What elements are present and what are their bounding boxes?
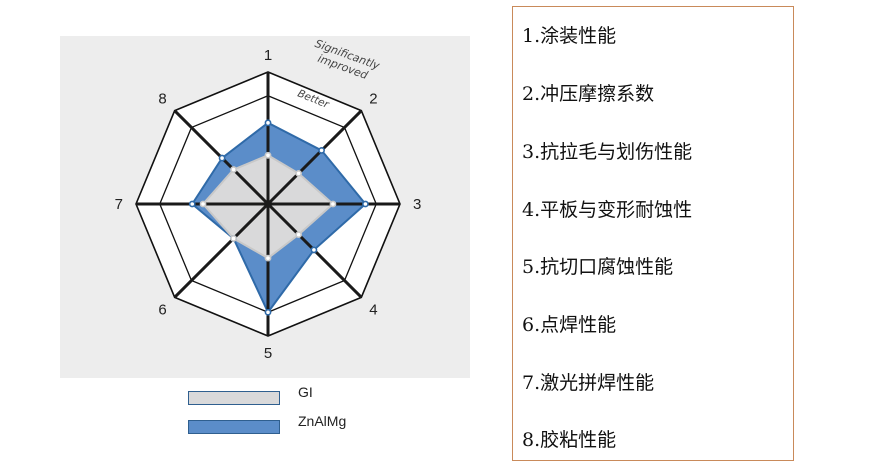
point-znalmg-1 — [264, 119, 272, 127]
list-item-4: 4.平板与变形耐蚀性 — [522, 199, 693, 221]
point-gi-7 — [199, 200, 207, 208]
axis-label-4: 4 — [369, 301, 377, 318]
point-gi-1 — [264, 151, 272, 159]
point-gi-3 — [329, 200, 337, 208]
legend-swatch-gi — [188, 391, 280, 405]
axis-label-5: 5 — [264, 345, 272, 362]
point-znalmg-8 — [218, 154, 226, 162]
legend-swatch-znalmg — [188, 420, 280, 434]
axis-label-2: 2 — [369, 91, 377, 108]
list-item-3: 3.抗拉毛与划伤性能 — [522, 141, 693, 163]
radar-spoke-6 — [173, 202, 270, 299]
list-item-6: 6.点焊性能 — [522, 314, 617, 336]
axis-label-7: 7 — [115, 196, 123, 213]
list-item-8: 8.胶粘性能 — [522, 429, 617, 451]
list-item-5: 5.抗切口腐蚀性能 — [522, 256, 674, 278]
point-znalmg-2 — [318, 147, 325, 154]
axis-label-3: 3 — [413, 196, 421, 213]
property-list-box: 1.涂装性能 2.冲压摩擦系数 3.抗拉毛与划伤性能 4.平板与变形耐蚀性 5.… — [512, 6, 794, 461]
axis-label-8: 8 — [158, 91, 166, 108]
point-gi-8 — [230, 166, 237, 173]
list-item-1: 1.涂装性能 — [522, 25, 617, 47]
point-znalmg-4 — [310, 246, 318, 254]
axis-label-1: 1 — [264, 47, 272, 64]
point-znalmg-5 — [264, 308, 272, 316]
list-item-2: 2.冲压摩擦系数 — [522, 83, 655, 105]
legend-label-znalmg: ZnAlMg — [298, 413, 347, 429]
axis-label-6: 6 — [158, 301, 166, 318]
zone-label-significantly-improved: Significantlyimproved — [309, 37, 382, 85]
point-gi-6 — [230, 235, 237, 242]
legend-label-gi: GI — [298, 384, 313, 400]
point-gi-4 — [295, 231, 303, 239]
point-gi-5 — [264, 254, 272, 262]
list-item-7: 7.激光拼焊性能 — [522, 372, 655, 394]
point-gi-2 — [295, 169, 303, 177]
point-znalmg-7 — [188, 200, 196, 208]
radar-spoke-2 — [266, 109, 363, 206]
point-znalmg-3 — [362, 200, 369, 208]
